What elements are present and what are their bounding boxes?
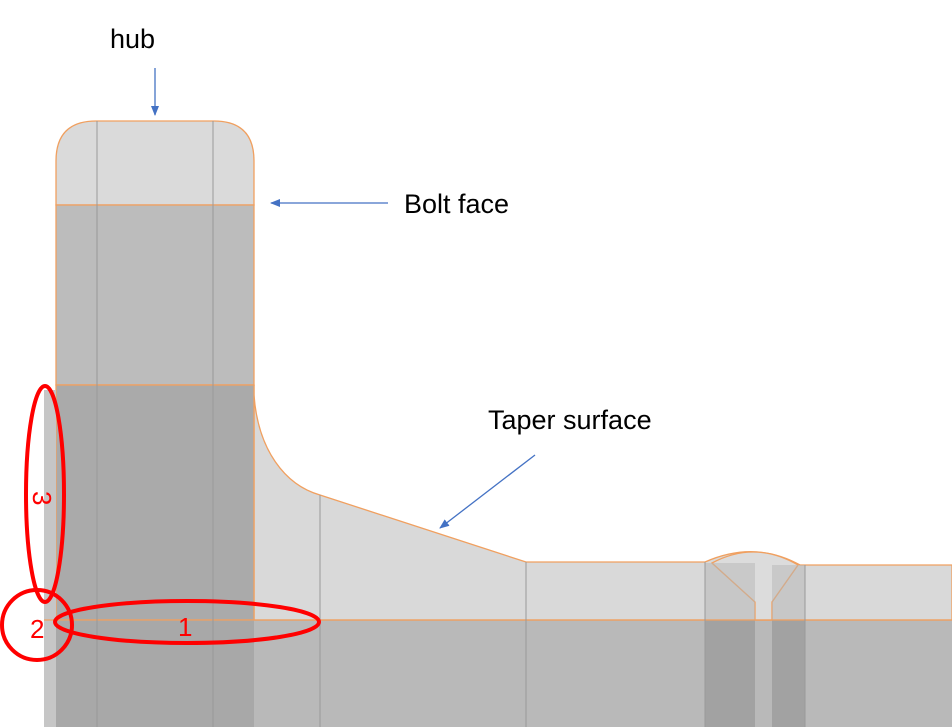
- hub-label: hub: [110, 24, 155, 54]
- hub-lower: [55, 384, 255, 621]
- marker-2-label: 2: [30, 614, 44, 644]
- taper-surface-label: Taper surface: [488, 405, 652, 435]
- weld-strip-right: [772, 620, 805, 727]
- hub-mid: [55, 204, 255, 386]
- weld-side-left: [705, 563, 755, 620]
- marker-2-circle: [0, 588, 74, 662]
- markers: [0, 384, 321, 662]
- marker-3-ellipse: [24, 384, 66, 604]
- hub-top: [55, 120, 255, 206]
- marker-3-label: 3: [27, 491, 57, 505]
- hub-left-strip: [44, 390, 56, 727]
- marker-1-ellipse: [53, 599, 321, 645]
- taper-arrow: [439, 454, 536, 529]
- vertical-edges: [96, 121, 806, 727]
- weld-strip-left: [705, 620, 755, 727]
- bolt-face-label: Bolt face: [404, 189, 509, 219]
- weld-side-right: [772, 565, 805, 620]
- marker-1-label: 1: [178, 612, 192, 642]
